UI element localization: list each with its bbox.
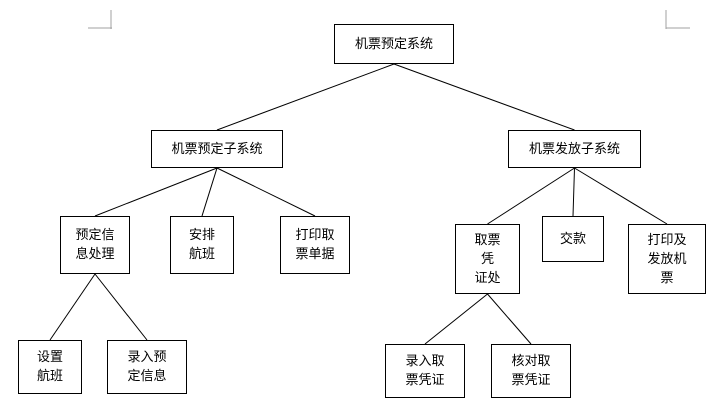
edge-info-setup xyxy=(49,273,96,341)
crop-mark-right xyxy=(665,10,690,29)
node-print-receipt: 打印取 票单据 xyxy=(280,216,350,274)
node-arrange-flight: 安排 航班 xyxy=(170,216,234,274)
edge-issuing-issue xyxy=(574,167,668,225)
node-enter-booking-info: 录入预 定信息 xyxy=(107,340,187,394)
edge-booking-print xyxy=(216,167,316,217)
node-verify-voucher: 核对取 票凭证 xyxy=(491,344,571,398)
node-enter-voucher: 录入取 票凭证 xyxy=(385,344,465,398)
node-print-issue-ticket: 打印及 发放机 票 xyxy=(628,224,706,294)
edge-fetch-verify xyxy=(487,293,532,345)
node-booking-subsystem: 机票预定子系统 xyxy=(151,130,283,168)
node-payment: 交款 xyxy=(542,216,604,262)
node-root: 机票预定系统 xyxy=(334,24,454,64)
node-booking-info: 预定信 息处理 xyxy=(60,216,130,274)
node-ticket-voucher: 取票 凭 证处 xyxy=(455,224,520,294)
edge-booking-info xyxy=(94,167,218,217)
edge-root-booking xyxy=(216,63,395,131)
edge-issuing-fetch xyxy=(487,167,575,225)
edge-issuing-pay xyxy=(572,167,575,217)
node-setup-flight: 设置 航班 xyxy=(18,340,82,394)
edge-root-issuing xyxy=(393,63,575,131)
edge-fetch-record xyxy=(424,293,488,345)
edge-booking-arrange xyxy=(201,167,218,217)
node-issuing-subsystem: 机票发放子系统 xyxy=(508,130,641,168)
crop-mark-left xyxy=(88,10,112,29)
edge-info-enter xyxy=(94,273,148,341)
